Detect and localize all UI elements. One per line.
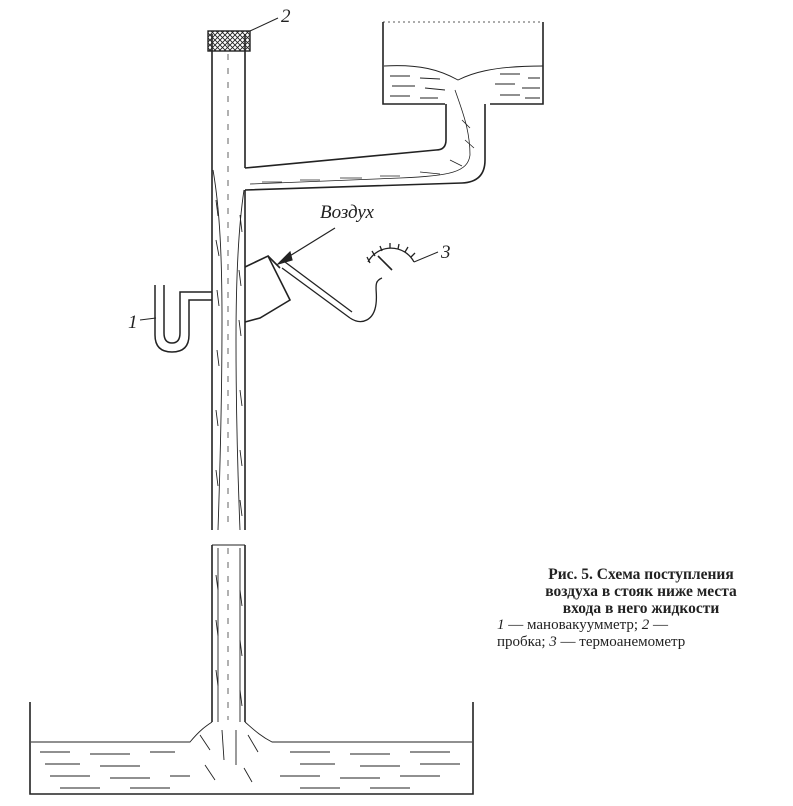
- label-2: 2: [281, 6, 291, 27]
- figure-caption: Рис. 5. Схема поступления воздуха в стоя…: [497, 566, 785, 651]
- lower-tank-liquid: [31, 721, 472, 789]
- caption-title: Рис. 5. Схема поступления воздуха в стоя…: [497, 566, 785, 617]
- caption-title-line-1: Рис. 5. Схема поступления: [548, 566, 734, 583]
- label-2-leader: [249, 17, 279, 32]
- plug-cap: [207, 30, 251, 52]
- lower-riser-flow: [215, 548, 243, 722]
- caption-title-line-3: входа в него жидкости: [562, 600, 720, 617]
- manovacuummeter: [154, 285, 212, 353]
- label-3: 3: [440, 242, 451, 263]
- label-1: 1: [128, 312, 138, 333]
- caption-title-line-2: воздуха в стояк ниже места: [545, 583, 737, 600]
- lower-tank: [29, 702, 474, 795]
- drain-pipe: [244, 104, 486, 191]
- thermoanemometer: [281, 243, 416, 323]
- caption-legend-line-1: 1 — мановакуумметр; 2 —: [497, 617, 785, 634]
- air-arrow: [275, 227, 336, 266]
- legend-text-2: —: [649, 617, 669, 633]
- upper-tank: [382, 21, 544, 105]
- air-inlet-pipe: [244, 254, 292, 323]
- legend-num-1: 1: [497, 617, 505, 633]
- tank-liquid: [383, 65, 544, 99]
- riser-upper: [211, 34, 246, 530]
- legend-num-2: 2: [641, 617, 650, 633]
- legend-text-4: — термоанемометр: [556, 634, 686, 650]
- riser-wall-flow: [212, 169, 245, 531]
- legend-text-3: пробка;: [497, 634, 550, 650]
- caption-legend-line-2: пробка; 3 — термоанемометр: [497, 634, 785, 651]
- legend-text-1: — мановакуумметр;: [504, 617, 642, 633]
- legend-num-3: 3: [549, 634, 557, 650]
- caption-legend: 1 — мановакуумметр; 2 — пробка; 3 — терм…: [497, 617, 785, 651]
- label-3-leader: [413, 251, 439, 263]
- air-label: Воздух: [320, 202, 375, 223]
- label-1-leader: [139, 317, 157, 321]
- branch-flow: [249, 89, 475, 185]
- riser-lower: [211, 544, 246, 722]
